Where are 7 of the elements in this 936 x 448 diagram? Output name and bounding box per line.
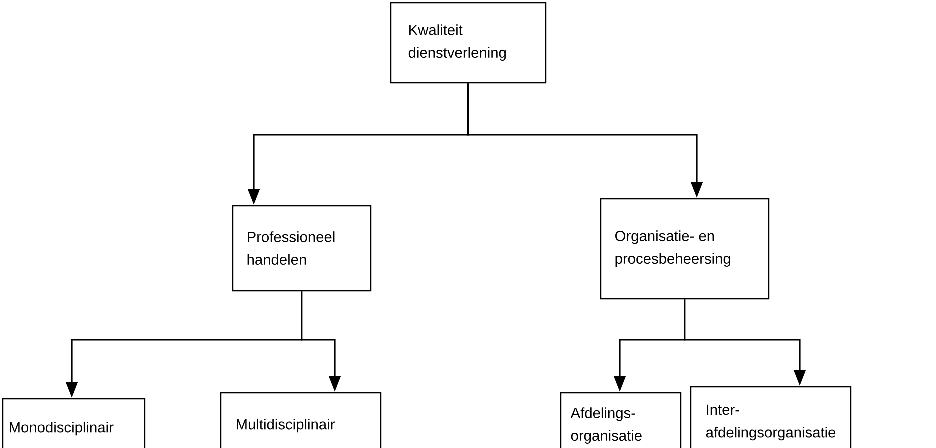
box: Inter-afdelingsorganisatie xyxy=(690,386,852,448)
box: Monodisciplinair xyxy=(2,398,146,448)
box: Multidisciplinair xyxy=(220,392,382,448)
box: Afdelings-organisatie xyxy=(560,392,682,448)
box: Kwaliteit dienstverlening xyxy=(390,2,547,84)
box: Organisatie- en procesbeheersing xyxy=(600,198,770,300)
box: Professioneel handelen xyxy=(232,204,372,292)
